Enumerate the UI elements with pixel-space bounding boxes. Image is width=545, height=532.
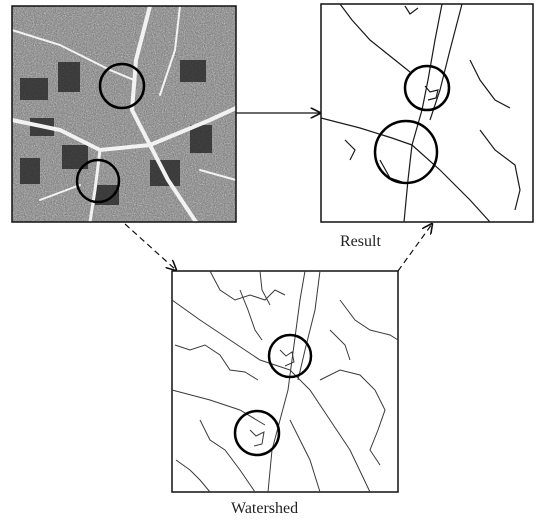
result-image — [320, 3, 534, 223]
field-patches — [20, 60, 212, 205]
satellite-frame — [11, 5, 237, 223]
connectors — [124, 113, 432, 272]
marker-circle — [373, 119, 439, 185]
result-label: Result — [340, 233, 381, 250]
watershed-segment-lines — [171, 270, 399, 493]
roads — [10, 4, 238, 224]
arrow-satellite-to-watershed — [124, 223, 176, 270]
satellite-image — [10, 4, 238, 224]
arrow-watershed-to-result — [397, 224, 432, 272]
marker-circle — [98, 62, 146, 110]
watershed-image — [171, 270, 399, 493]
marker-circle — [267, 333, 313, 379]
marker-circle — [233, 409, 281, 457]
marker-circle — [75, 158, 121, 204]
watershed-frame — [171, 270, 399, 493]
result-frame — [320, 3, 534, 223]
marker-circle — [403, 64, 451, 112]
watershed-label: Watershed — [231, 500, 299, 517]
